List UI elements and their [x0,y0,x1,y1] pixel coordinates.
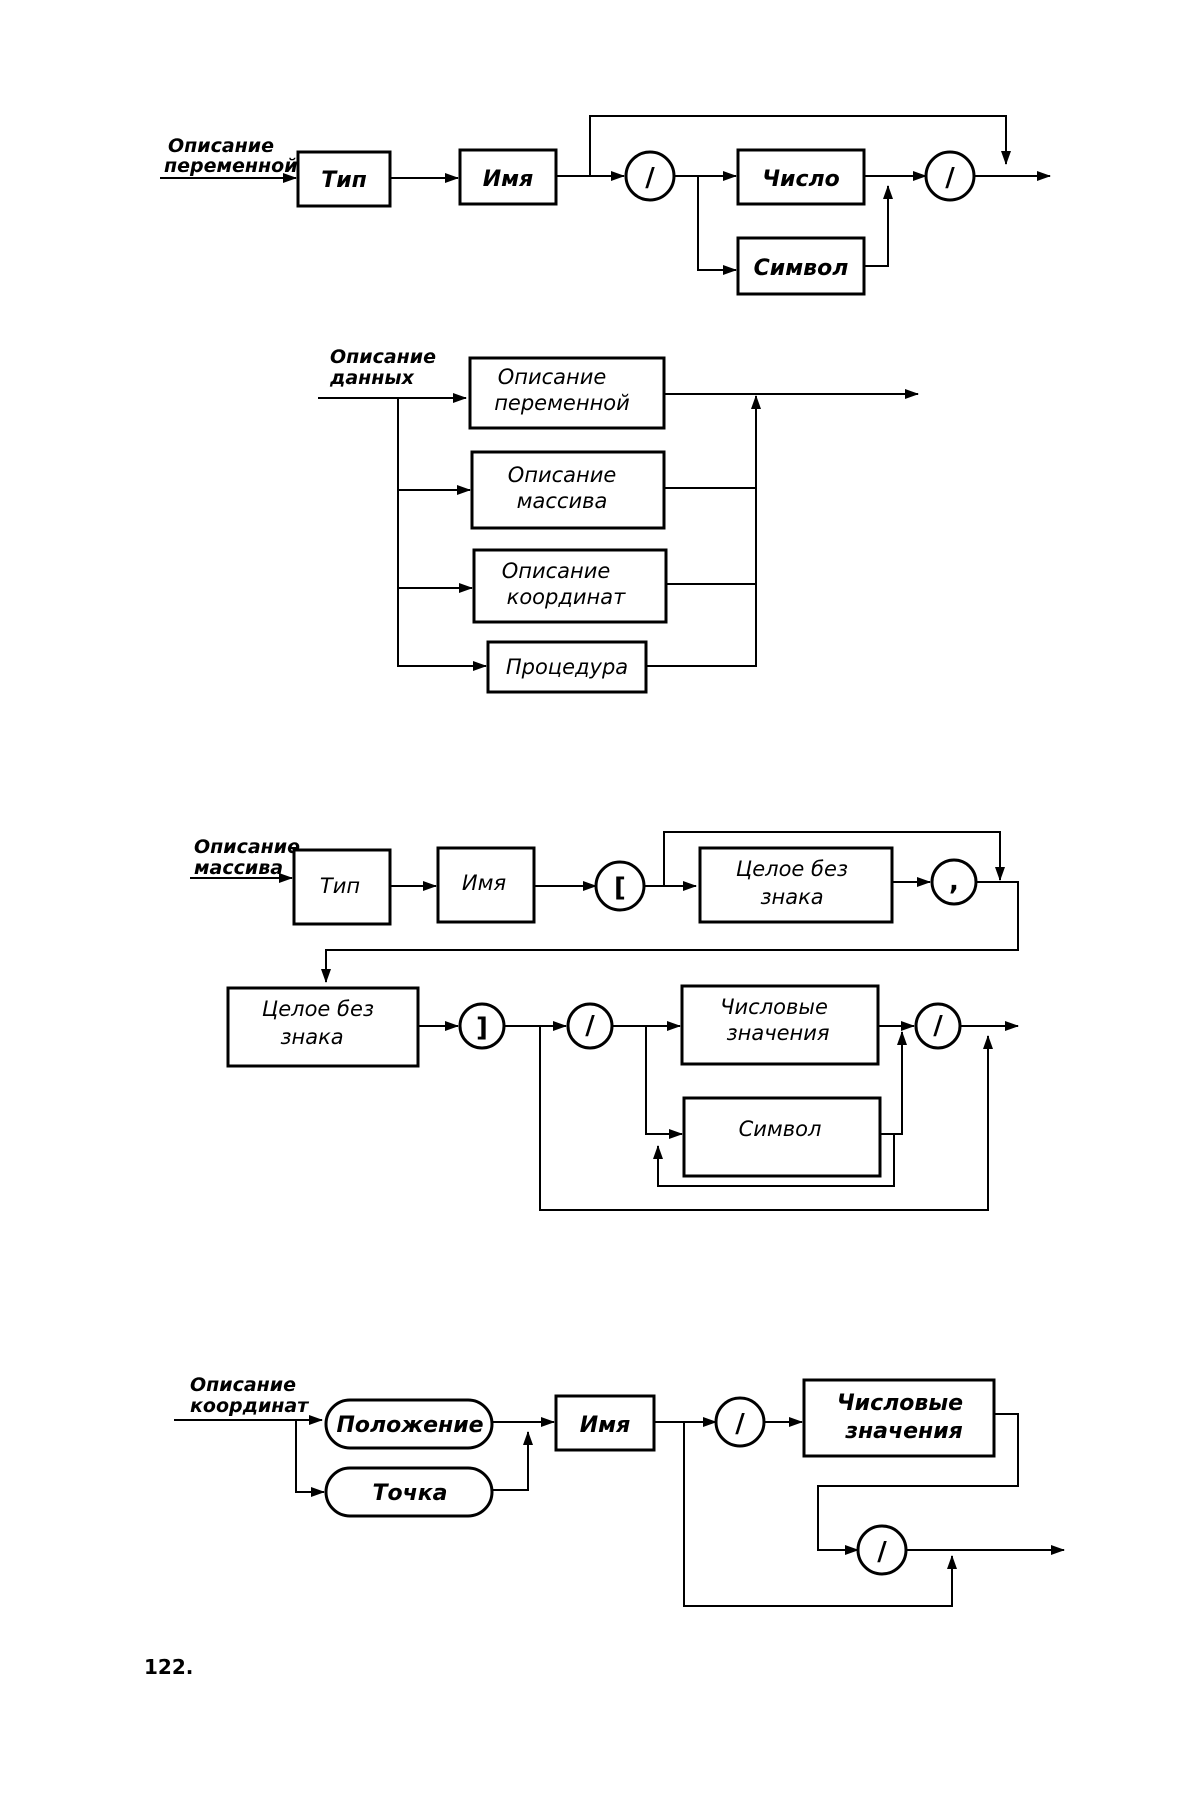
number-label: Число [762,167,839,192]
position-label: Положение [336,1413,483,1438]
diagram-coordinates-description: Описание координат Положение Точка Имя /… [174,1374,1064,1606]
name-label: Имя [462,871,506,895]
var-desc-line2: переменной [494,391,630,415]
slash-open-symbol: / [735,1409,745,1439]
numeric-values-line1: Числовые [837,1391,963,1416]
uint1-line1: Целое без [736,857,848,881]
entry-label-line1: Описание [190,1374,296,1396]
page-number: 122. [144,1655,193,1679]
bracket-open-symbol: [ [614,873,626,903]
entry-label-line2: массива [194,857,283,879]
entry-label-line1: Описание [330,346,436,368]
uint1-line2: знака [760,885,823,909]
entry-label-line2: данных [329,367,415,389]
slash-open-symbol: / [645,163,655,193]
name-label: Имя [483,167,534,192]
entry-label-line1: Описание [168,135,274,157]
point-label: Точка [372,1481,447,1506]
numeric-values-line2: значения [844,1419,963,1444]
uint2-line2: знака [280,1025,343,1049]
diagram-variable-description: Описание переменной Тип Имя / Число Симв… [160,116,1050,294]
name-label: Имя [580,1413,631,1438]
numeric-values-line2: значения [726,1021,829,1045]
symbol-label: Символ [739,1117,822,1141]
array-desc-line2: массива [517,489,608,513]
bracket-close-symbol: ] [476,1013,488,1043]
diagram-array-description: Описание массива Тип Имя [ Целое без зна… [190,832,1018,1210]
coord-desc-line1: Описание [502,559,611,583]
entry-label-line1: Описание [194,836,300,858]
entry-label-line2: координат [190,1395,309,1417]
slash-close-symbol: / [933,1011,943,1041]
diagram-data-description: Описание данных Описание переменной Опис… [318,346,918,692]
slash-open-symbol: / [585,1011,595,1041]
procedure-label: Процедура [506,655,628,679]
comma-symbol: , [949,867,959,897]
var-desc-line1: Описание [498,365,607,389]
type-label: Тип [320,874,360,898]
slash-close-symbol: / [945,163,955,193]
numeric-values-line1: Числовые [720,995,828,1019]
slash-close-symbol: / [877,1537,887,1567]
symbol-label: Символ [754,256,849,281]
array-desc-line1: Описание [508,463,617,487]
type-label: Тип [321,168,367,193]
entry-label-line2: переменной [164,155,298,177]
uint2-line1: Целое без [262,997,374,1021]
coord-desc-line2: координат [507,585,626,609]
